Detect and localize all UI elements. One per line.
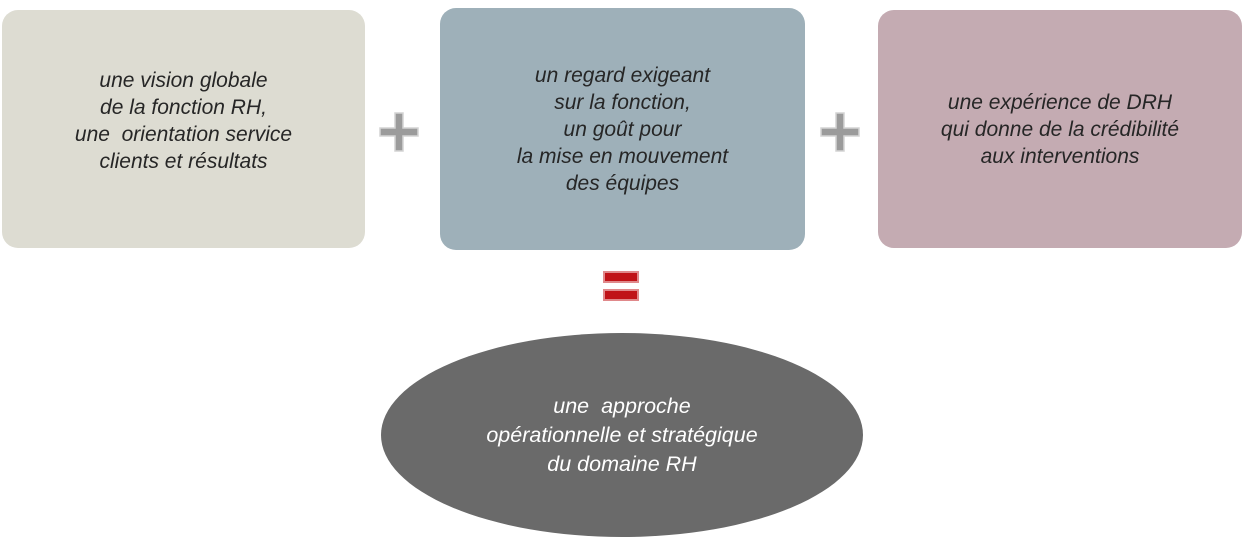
- result-ellipse: une approche opérationnelle et stratégiq…: [381, 333, 863, 537]
- equals-icon: [603, 271, 639, 301]
- box-experience-drh: une expérience de DRH qui donne de la cr…: [878, 10, 1242, 248]
- equals-bar-bottom: [603, 289, 639, 301]
- box-experience-text: une expérience de DRH qui donne de la cr…: [940, 90, 1180, 168]
- box-regard-exigeant: un regard exigeant sur la fonction, un g…: [440, 8, 805, 250]
- box-vision-text: une vision globale de la fonction RH, un…: [74, 69, 293, 173]
- equals-bar-top: [603, 271, 639, 283]
- box-regard-text: un regard exigeant sur la fonction, un g…: [516, 63, 729, 195]
- box-vision-globale: une vision globale de la fonction RH, un…: [2, 10, 365, 248]
- plus-icon: [377, 110, 421, 154]
- plus-icon: [818, 110, 862, 154]
- result-text: une approche opérationnelle et stratégiq…: [486, 393, 758, 476]
